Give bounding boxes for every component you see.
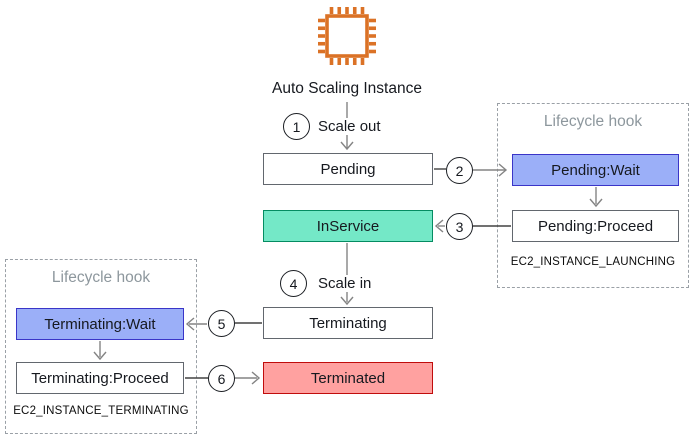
step-1-badge: 1	[283, 113, 310, 140]
state-terminating: Terminating	[263, 307, 433, 339]
terminate-lifecycle-hook-group: Lifecycle hook EC2_INSTANCE_TERMINATING	[5, 259, 197, 434]
state-pending-proceed: Pending:Proceed	[512, 210, 679, 242]
state-terminating-wait: Terminating:Wait	[16, 308, 184, 340]
launch-lifecycle-hook-group: Lifecycle hook EC2_INSTANCE_LAUNCHING	[497, 103, 689, 288]
step-6-badge: 6	[208, 365, 235, 392]
terminate-hook-event-name: EC2_INSTANCE_TERMINATING	[13, 405, 189, 417]
state-terminating-proceed: Terminating:Proceed	[16, 362, 184, 394]
step-2-badge: 2	[446, 157, 473, 184]
state-pending-wait: Pending:Wait	[512, 154, 679, 186]
lifecycle-hook-title: Lifecycle hook	[51, 269, 151, 286]
auto-scaling-instance-icon	[318, 7, 376, 65]
launch-hook-event-name: EC2_INSTANCE_LAUNCHING	[510, 256, 676, 268]
scale-in-label: Scale in	[315, 275, 375, 292]
step-3-badge: 3	[446, 213, 473, 240]
step-4-badge: 4	[280, 270, 307, 297]
auto-scaling-instance-label: Auto Scaling Instance	[272, 80, 422, 97]
state-terminated: Terminated	[263, 362, 433, 394]
state-inservice: InService	[263, 210, 433, 242]
lifecycle-hook-title: Lifecycle hook	[543, 113, 643, 130]
scale-out-label: Scale out	[315, 118, 384, 135]
state-pending: Pending	[263, 153, 433, 185]
step-5-badge: 5	[208, 310, 235, 337]
